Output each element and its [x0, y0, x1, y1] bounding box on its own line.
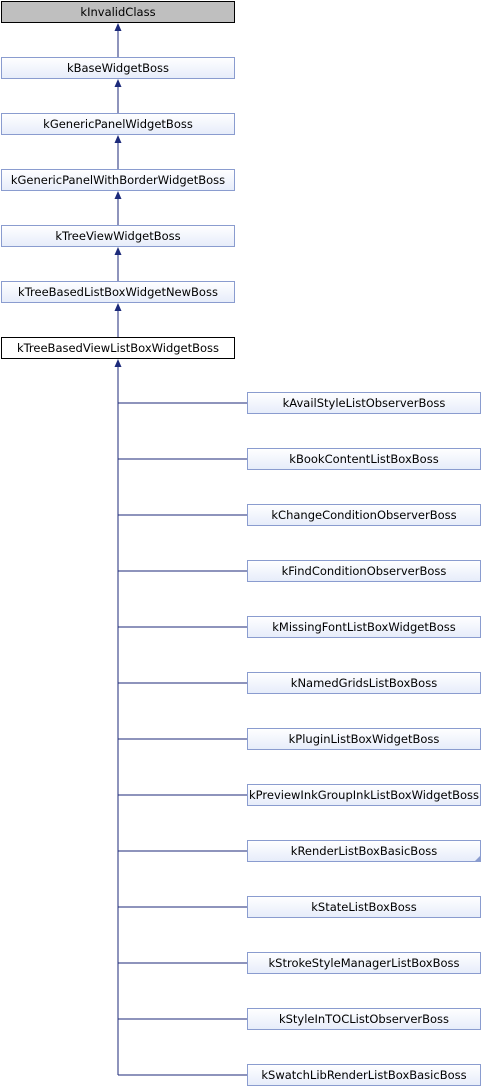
- class-node-label: kTreeBasedListBoxWidgetNewBoss: [18, 285, 218, 299]
- class-node-box: [247, 392, 481, 414]
- class-node-box: [247, 784, 481, 806]
- class-node-k-book-content-list-box-boss[interactable]: kBookContentListBoxBoss: [247, 448, 481, 470]
- class-node-box: [247, 1008, 481, 1030]
- inheritance-arrow-icon: [114, 79, 122, 87]
- inheritance-arrow-icon: [114, 191, 122, 199]
- class-node-label: kTreeViewWidgetBoss: [55, 229, 180, 243]
- class-node-k-state-list-box-boss[interactable]: kStateListBoxBoss: [247, 896, 481, 918]
- class-node-box: [247, 616, 481, 638]
- class-node-k-tree-based-list-box-widget-new-boss[interactable]: kTreeBasedListBoxWidgetNewBoss: [1, 281, 235, 303]
- class-node-k-tree-based-view-list-box-widget-boss[interactable]: kTreeBasedViewListBoxWidgetBoss: [1, 337, 235, 359]
- class-node-k-avail-style-list-observer-boss[interactable]: kAvailStyleListObserverBoss: [247, 392, 481, 414]
- class-node-k-tree-view-widget-boss[interactable]: kTreeViewWidgetBoss: [1, 225, 235, 247]
- class-node-box: [247, 840, 481, 862]
- class-node-k-missing-font-list-box-widget-boss[interactable]: kMissingFontListBoxWidgetBoss: [247, 616, 481, 638]
- class-node-label: kPreviewInkGroupInkListBoxWidgetBoss: [249, 788, 479, 802]
- class-node-box: [247, 504, 481, 526]
- class-node-k-preview-ink-group-ink-list-box-widget-boss[interactable]: kPreviewInkGroupInkListBoxWidgetBoss: [247, 784, 481, 806]
- class-node-k-generic-panel-with-border-widget-boss[interactable]: kGenericPanelWithBorderWidgetBoss: [1, 169, 235, 191]
- class-node-box: [1, 337, 235, 359]
- class-node-label: kBookContentListBoxBoss: [289, 452, 438, 466]
- class-node-k-base-widget-boss[interactable]: kBaseWidgetBoss: [1, 57, 235, 79]
- class-node-label: kTreeBasedViewListBoxWidgetBoss: [17, 341, 219, 355]
- class-node-box: [1, 281, 235, 303]
- edges: [114, 23, 247, 1076]
- class-node-box: [247, 952, 481, 974]
- class-node-box: [247, 1064, 481, 1086]
- class-node-k-invalid-class[interactable]: kInvalidClass: [1, 1, 235, 23]
- class-node-k-render-list-box-basic-boss[interactable]: kRenderListBoxBasicBoss: [247, 840, 481, 862]
- class-node-box: [247, 560, 481, 582]
- class-node-label: kMissingFontListBoxWidgetBoss: [272, 620, 455, 634]
- class-node-k-style-in-toclist-observer-boss[interactable]: kStyleInTOCListObserverBoss: [247, 1008, 481, 1030]
- class-node-label: kFindConditionObserverBoss: [282, 564, 447, 578]
- class-node-label: kAvailStyleListObserverBoss: [283, 396, 446, 410]
- class-node-label: kStyleInTOCListObserverBoss: [279, 1012, 449, 1026]
- inheritance-arrow-icon: [114, 303, 122, 311]
- class-node-box: [247, 728, 481, 750]
- class-node-label: kGenericPanelWidgetBoss: [43, 117, 193, 131]
- class-node-k-change-condition-observer-boss[interactable]: kChangeConditionObserverBoss: [247, 504, 481, 526]
- class-node-label: kRenderListBoxBasicBoss: [291, 844, 437, 858]
- class-node-box: [247, 896, 481, 918]
- class-node-label: kStateListBoxBoss: [311, 900, 417, 914]
- class-node-box: [247, 672, 481, 694]
- class-node-k-named-grids-list-box-boss[interactable]: kNamedGridsListBoxBoss: [247, 672, 481, 694]
- class-node-k-generic-panel-widget-boss[interactable]: kGenericPanelWidgetBoss: [1, 113, 235, 135]
- more-children-corner-icon: [475, 856, 480, 861]
- class-node-k-stroke-style-manager-list-box-boss[interactable]: kStrokeStyleManagerListBoxBoss: [247, 952, 481, 974]
- class-node-box: [247, 448, 481, 470]
- inheritance-arrow-icon: [114, 23, 122, 31]
- class-node-k-plugin-list-box-widget-boss[interactable]: kPluginListBoxWidgetBoss: [247, 728, 481, 750]
- class-node-box: [1, 225, 235, 247]
- class-node-label: kInvalidClass: [80, 5, 155, 19]
- class-node-label: kBaseWidgetBoss: [67, 61, 169, 75]
- class-node-box: [1, 1, 235, 23]
- class-node-box: [1, 57, 235, 79]
- class-node-box: [1, 169, 235, 191]
- class-node-box: [1, 113, 235, 135]
- inheritance-arrow-icon: [114, 247, 122, 255]
- class-node-label: kPluginListBoxWidgetBoss: [289, 732, 440, 746]
- inheritance-arrow-icon: [114, 359, 122, 367]
- class-node-label: kStrokeStyleManagerListBoxBoss: [269, 956, 460, 970]
- class-node-label: kSwatchLibRenderListBoxBasicBoss: [261, 1068, 466, 1082]
- class-node-label: kGenericPanelWithBorderWidgetBoss: [11, 173, 225, 187]
- class-node-label: kChangeConditionObserverBoss: [271, 508, 456, 522]
- class-node-k-find-condition-observer-boss[interactable]: kFindConditionObserverBoss: [247, 560, 481, 582]
- class-node-label: kNamedGridsListBoxBoss: [291, 676, 437, 690]
- inheritance-arrow-icon: [114, 135, 122, 143]
- class-node-k-swatch-lib-render-list-box-basic-boss[interactable]: kSwatchLibRenderListBoxBasicBoss: [247, 1064, 481, 1086]
